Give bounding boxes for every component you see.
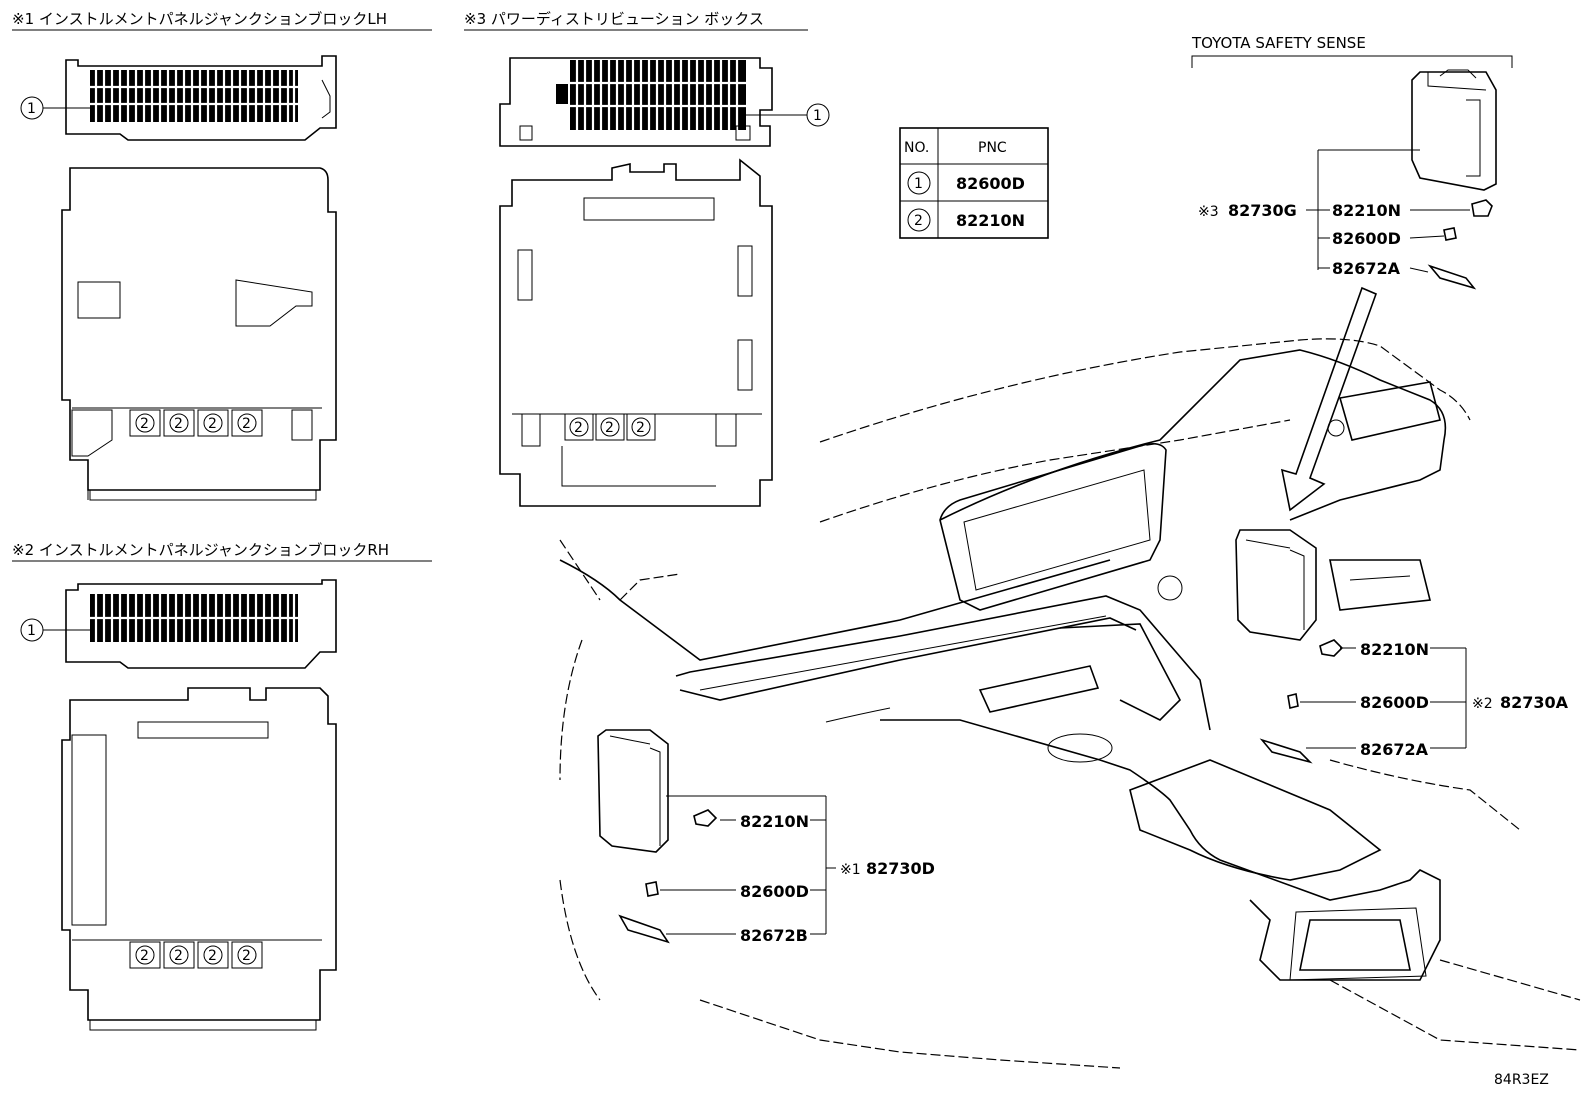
rh-block-installed (1235, 529, 1317, 641)
tss-part-2: 82600D (1332, 229, 1401, 248)
lh-part-3: 82672B (740, 926, 808, 945)
rh-small-parts (1259, 639, 1344, 764)
svg-text:2: 2 (174, 416, 183, 432)
pnc-table-row2-no: 2 (914, 213, 923, 229)
pnc-table-header-no: NO. (904, 140, 929, 156)
pnc-table-row2-pnc: 82210N (956, 211, 1025, 230)
tss-small-parts (1427, 199, 1493, 290)
section-title-lh: ※1 インストルメントパネルジャンクションブロックLH (12, 10, 387, 28)
callouts-2-lh: 2 2 2 2 (129, 409, 263, 437)
pdb-front-view (499, 158, 773, 507)
rh-assembly-ref: ※2 (1472, 696, 1493, 712)
tss-title: TOYOTA SAFETY SENSE (1191, 34, 1366, 52)
lh-leader-lines (660, 795, 827, 935)
diagram-code: 84R3EZ (1494, 1072, 1549, 1088)
pdb-top-view (499, 57, 773, 147)
tss-assembly-pnc: 82730G (1228, 201, 1297, 220)
lh-part-2: 82600D (740, 882, 809, 901)
svg-text:2: 2 (574, 420, 583, 436)
lh-assembly-ref: ※1 (840, 862, 861, 878)
pnc-table: NO. PNC 1 82600D 2 82210N (899, 127, 1049, 239)
svg-text:2: 2 (140, 416, 149, 432)
callouts-2-pdb: 2 2 2 (564, 413, 656, 441)
pnc-table-row1-pnc: 82600D (956, 174, 1025, 193)
svg-text:2: 2 (174, 948, 183, 964)
callouts-2-rh: 2 2 2 2 (129, 941, 263, 969)
rh-block-front-view (61, 687, 337, 1031)
rh-part-1: 82210N (1360, 640, 1429, 659)
tss-module (1411, 69, 1497, 191)
svg-text:2: 2 (140, 948, 149, 964)
svg-text:2: 2 (605, 420, 614, 436)
svg-text:2: 2 (636, 420, 645, 436)
svg-text:1: 1 (813, 108, 822, 124)
svg-text:2: 2 (208, 416, 217, 432)
rh-block-top-view (65, 579, 337, 669)
tss-location-arrow (1280, 286, 1378, 512)
lh-small-parts (618, 809, 718, 944)
pnc-table-header-pnc: PNC (978, 140, 1007, 156)
tss-assembly-ref: ※3 (1198, 204, 1219, 220)
tss-leader-lines (1306, 149, 1470, 273)
svg-text:2: 2 (242, 948, 251, 964)
lh-block-front-view (61, 167, 337, 501)
dashboard-illustration (559, 338, 1581, 1069)
callout-1-lh-top: 1 (20, 96, 90, 120)
callout-1-rh-top: 1 (20, 618, 90, 642)
svg-text:1: 1 (27, 623, 36, 639)
tss-part-3: 82672A (1332, 259, 1401, 278)
svg-text:2: 2 (208, 948, 217, 964)
lh-part-1: 82210N (740, 812, 809, 831)
section-title-pdb: ※3 パワーディストリビューション ボックス (464, 10, 764, 28)
rh-part-2: 82600D (1360, 693, 1429, 712)
lh-assembly-pnc: 82730D (866, 859, 935, 878)
pnc-table-row1-no: 1 (914, 176, 923, 192)
lh-block-installed (597, 729, 669, 853)
section-title-rh: ※2 インストルメントパネルジャンクションブロックRH (12, 541, 389, 559)
callout-1-pdb-top: 1 (746, 103, 830, 127)
lh-block-top-view (65, 55, 337, 141)
rh-leader-lines (1300, 647, 1467, 749)
tss-part-1: 82210N (1332, 201, 1401, 220)
rh-part-3: 82672A (1360, 740, 1429, 759)
rh-assembly-pnc: 82730A (1500, 693, 1569, 712)
svg-text:1: 1 (27, 101, 36, 117)
svg-text:2: 2 (242, 416, 251, 432)
